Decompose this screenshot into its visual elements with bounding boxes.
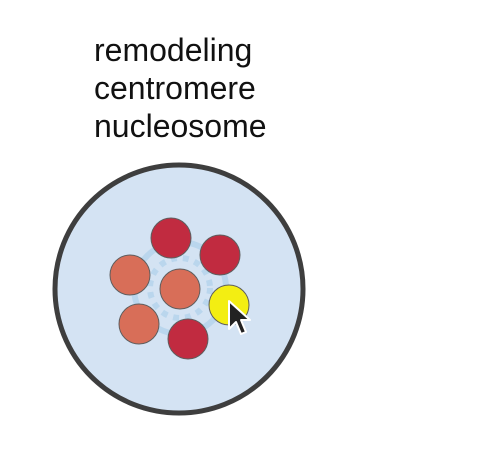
histone-sphere-upper-right	[199, 234, 241, 276]
histone-sphere-left	[109, 254, 151, 296]
label-line-centromere: centromere	[94, 70, 256, 106]
histone-sphere-lower-left	[118, 303, 160, 345]
histone-sphere-top	[150, 217, 192, 259]
histone-sphere-bottom	[167, 318, 209, 360]
label-line-remodeling: remodeling	[94, 32, 253, 68]
diagram-label: remodeling centromere nucleosome	[94, 31, 414, 145]
histone-sphere-center	[159, 268, 201, 310]
mouse-cursor-icon	[228, 300, 251, 335]
label-line-nucleosome: nucleosome	[94, 108, 267, 144]
